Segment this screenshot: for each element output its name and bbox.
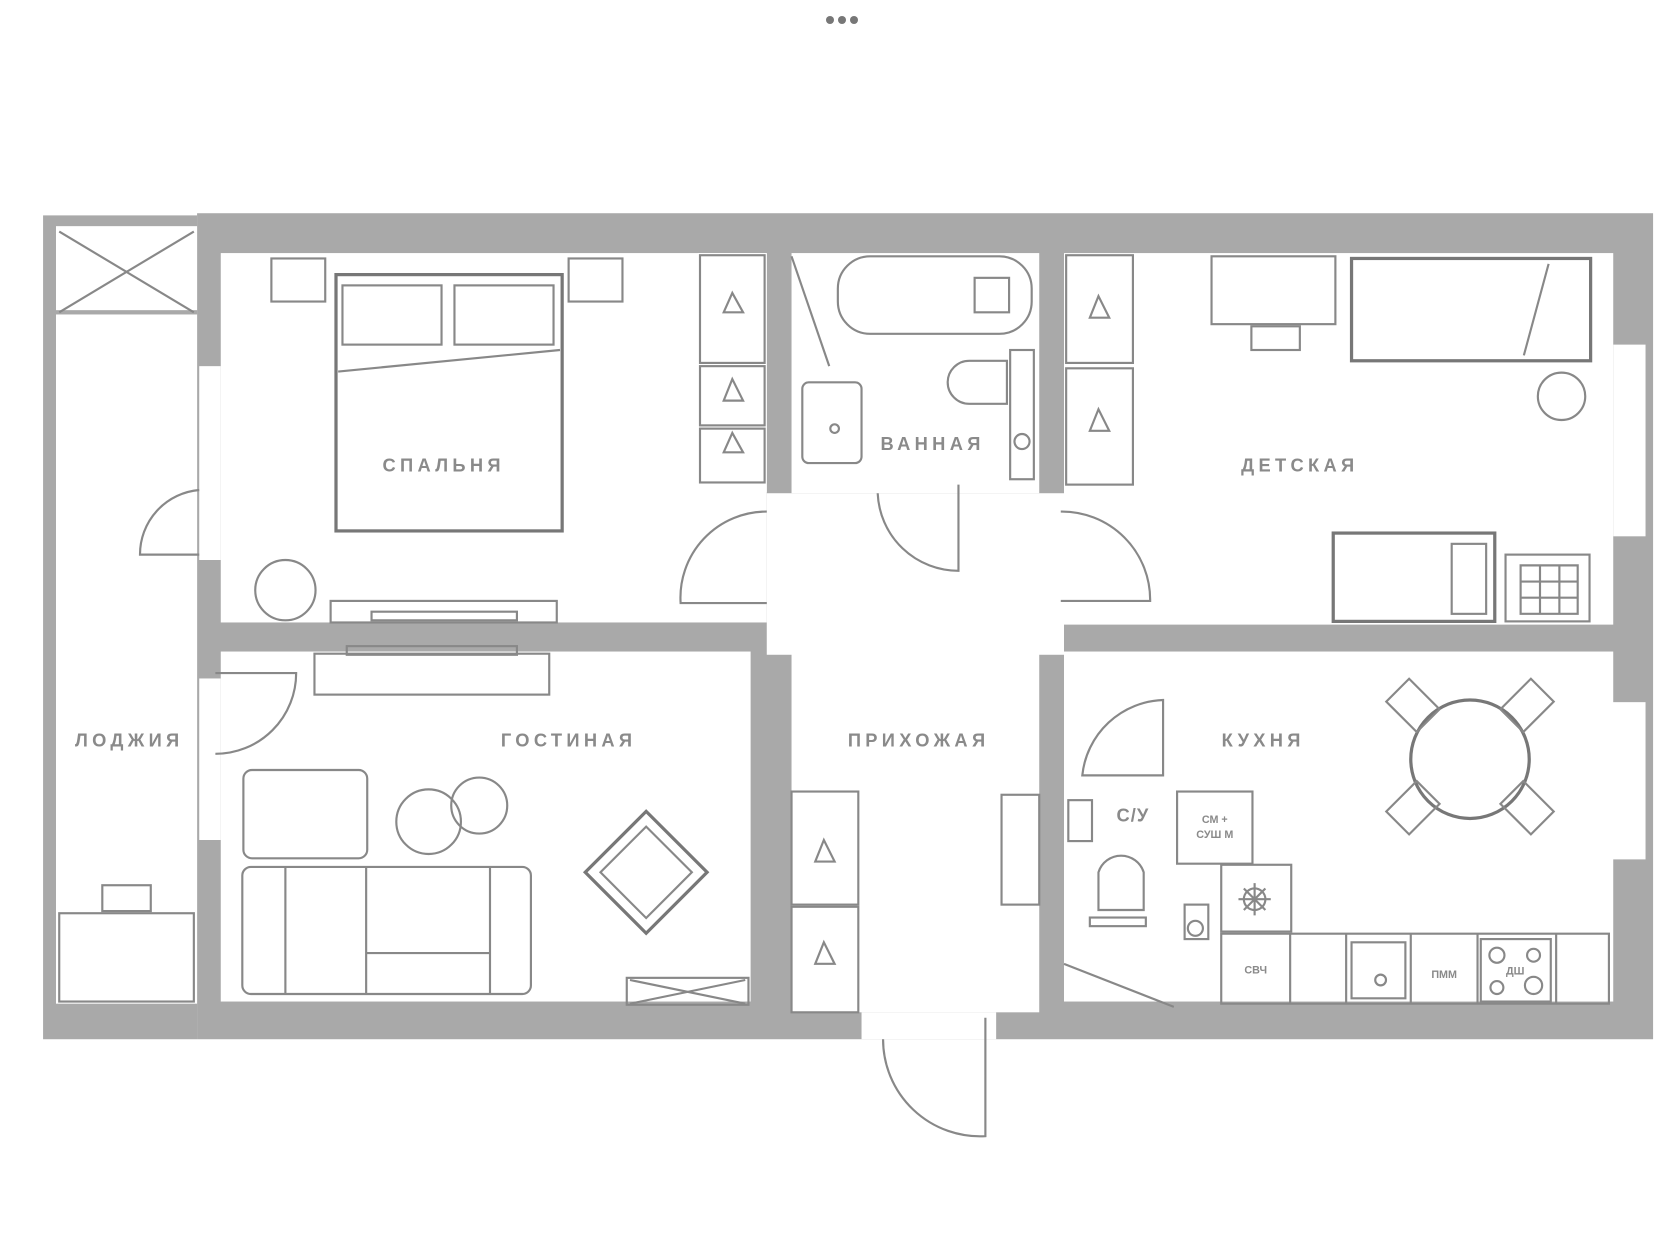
label-kitchen: КУХНЯ [1222,729,1305,750]
bedroom-area [220,253,767,623]
rooms [56,226,1646,1040]
dot [850,16,858,24]
label-living-room: ГОСТИНАЯ [501,729,636,750]
more-menu[interactable] [826,14,862,26]
label-dishwasher: ПММ [1431,969,1457,981]
living-furniture [241,645,750,1006]
dot [838,16,846,24]
label-bathroom: ВАННАЯ [881,433,985,454]
living-area [220,651,751,1002]
loggia-furniture [58,230,195,1003]
doors[interactable] [138,484,1165,1138]
bathroom-area [791,253,1040,494]
label-loggia: ЛОДЖИЯ [75,729,184,750]
label-washer-dryer-2: СУШ М [1196,829,1233,841]
closet-area [697,253,767,493]
three-dots-icon [826,16,834,24]
hall-area [766,493,1064,655]
kids-area [1064,253,1614,625]
label-bedroom: СПАЛЬНЯ [383,455,505,476]
label-kids-room: ДЕТСКАЯ [1241,455,1358,476]
label-hob: ДШ [1506,966,1525,978]
label-wc: С/У [1116,805,1149,826]
label-microwave: СВЧ [1244,965,1267,977]
label-hallway: ПРИХОЖАЯ [848,729,990,750]
kids-furniture [1210,255,1593,623]
kitchen-furniture [1000,677,1610,1008]
loggia-area [56,314,198,1004]
bathroom-fixtures [790,255,1035,481]
bed [254,257,624,624]
wardrobe-icons [698,254,1134,1014]
label-washer-dryer: СМ + [1202,814,1228,826]
